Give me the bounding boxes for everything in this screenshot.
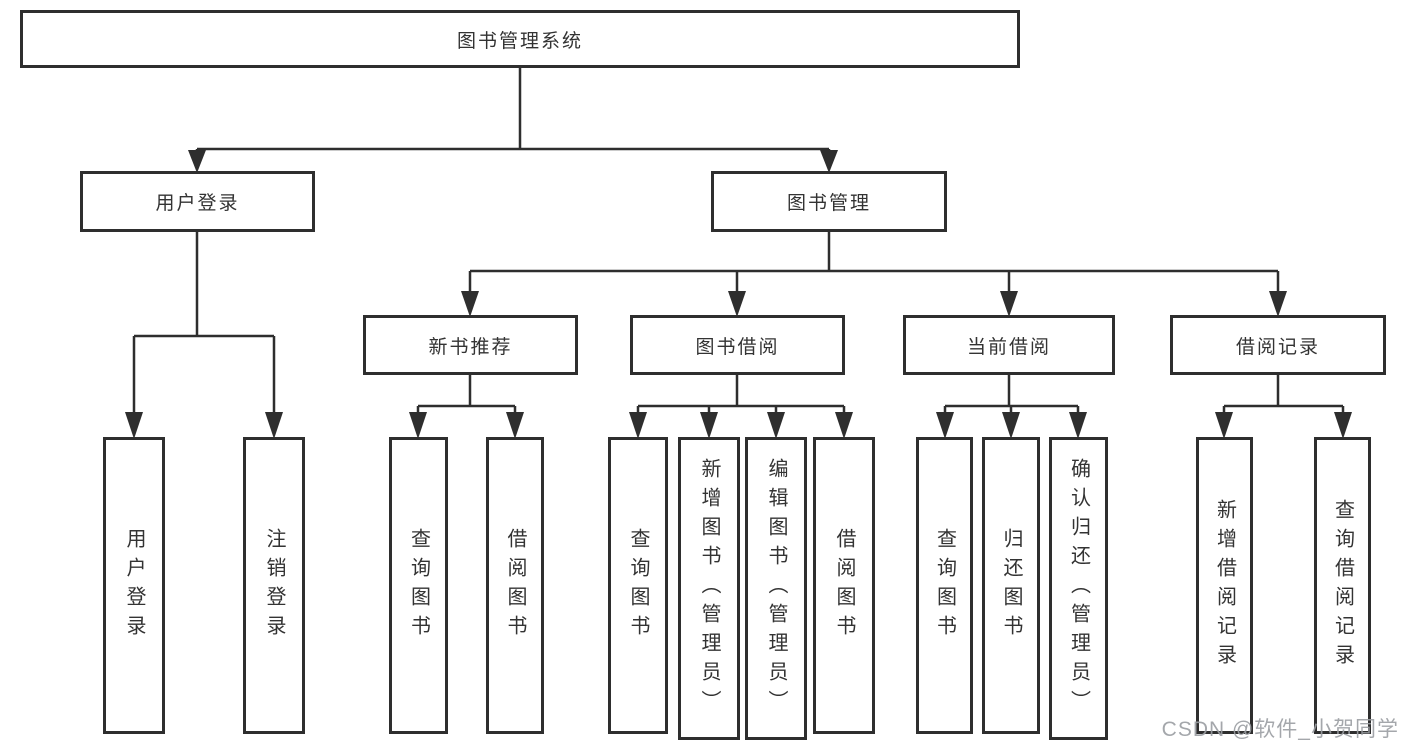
node-label: 用户登录: [155, 193, 240, 214]
leaf-label: 借阅图书: [504, 527, 526, 644]
arrowhead-icon: [820, 150, 838, 173]
arrowhead-icon: [1215, 412, 1233, 439]
leaf-label: 确认归还（管理员）: [1067, 458, 1090, 719]
leaf-label: 归还图书: [1000, 527, 1022, 644]
node-label: 当前借阅: [966, 336, 1051, 358]
leaf-return-books: 归还图书: [982, 437, 1040, 734]
node-root-label: 图书管理系统: [456, 30, 583, 52]
leaf-borrow-books-recommend: 借阅图书: [486, 437, 544, 734]
node-book-borrow: 图书借阅: [630, 315, 845, 375]
leaf-borrow-books: 借阅图书: [813, 437, 875, 734]
arrowhead-icon: [1069, 412, 1087, 439]
arrowhead-icon: [125, 412, 143, 439]
arrowhead-icon: [1269, 291, 1287, 317]
node-label: 借阅记录: [1235, 336, 1320, 358]
leaf-query-books-recommend: 查询图书: [389, 437, 448, 734]
node-borrow-records: 借阅记录: [1170, 315, 1386, 375]
arrowhead-icon: [409, 412, 427, 439]
arrowhead-icon: [835, 412, 853, 439]
node-label: 图书管理: [786, 193, 871, 214]
arrowhead-icon: [629, 412, 647, 439]
arrow-heads: [125, 150, 1352, 439]
leaf-query-books-borrow: 查询图书: [608, 437, 668, 734]
arrowhead-icon: [506, 412, 524, 439]
node-label: 图书借阅: [695, 336, 780, 358]
leaf-add-borrow-record: 新增借阅记录: [1196, 437, 1253, 734]
leaf-label: 编辑图书（管理员）: [765, 458, 787, 719]
leaf-user-login: 用户登录: [103, 437, 165, 734]
leaf-label: 注销登录: [263, 527, 285, 644]
leaf-label: 用户登录: [123, 527, 145, 644]
arrowhead-icon: [265, 412, 283, 439]
node-current-borrow: 当前借阅: [903, 315, 1115, 375]
arrowhead-icon: [461, 291, 479, 317]
leaf-query-borrow-record: 查询借阅记录: [1314, 437, 1371, 734]
node-label: 新书推荐: [428, 336, 513, 358]
leaf-label: 查询借阅记录: [1331, 498, 1354, 673]
arrowhead-icon: [1000, 291, 1018, 317]
leaf-label: 借阅图书: [833, 527, 855, 644]
leaf-add-book-admin: 新增图书（管理员）: [678, 437, 740, 740]
arrowhead-icon: [1002, 412, 1020, 439]
leaf-label: 查询图书: [933, 527, 956, 644]
node-book-management: 图书管理: [711, 171, 947, 232]
leaf-label: 查询图书: [407, 527, 430, 644]
leaf-edit-book-admin: 编辑图书（管理员）: [745, 437, 807, 740]
arrowhead-icon: [728, 291, 746, 317]
arrowhead-icon: [1334, 412, 1352, 439]
leaf-label: 查询图书: [627, 527, 649, 644]
node-new-book-recommend: 新书推荐: [363, 315, 578, 375]
node-root: 图书管理系统: [20, 10, 1020, 68]
arrowhead-icon: [767, 412, 785, 439]
arrowhead-icon: [700, 412, 718, 439]
leaf-label: 新增借阅记录: [1213, 498, 1236, 673]
leaf-confirm-return-admin: 确认归还（管理员）: [1049, 437, 1108, 740]
arrowhead-icon: [188, 150, 206, 173]
leaf-query-books-current: 查询图书: [916, 437, 973, 734]
leaf-label: 新增图书（管理员）: [698, 458, 720, 719]
node-user-login: 用户登录: [80, 171, 315, 232]
leaf-logout: 注销登录: [243, 437, 305, 734]
arrowhead-icon: [936, 412, 954, 439]
csdn-watermark: CSDN @软件_小贺同学: [1161, 718, 1399, 741]
